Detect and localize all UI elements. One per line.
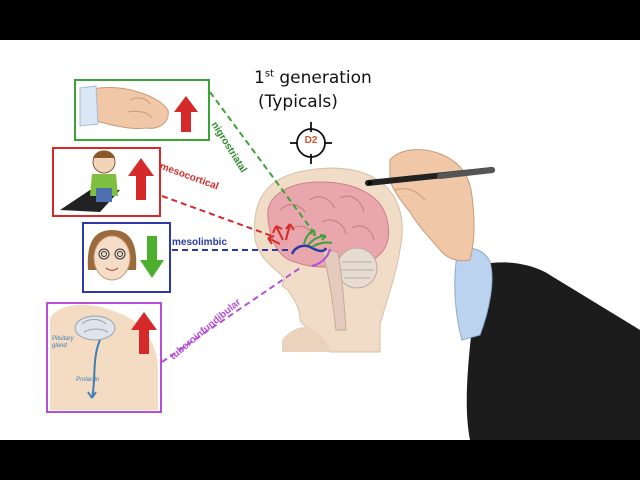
d2-label: D2 [298, 135, 324, 146]
head-illustration [254, 168, 402, 352]
heading-line-1: 1st generation [254, 68, 372, 88]
mesolimbic-label: mesolimbic [172, 237, 227, 248]
mesolimbic-effect-box [82, 222, 171, 293]
pituitary-gland-label: Pituitary gland [52, 336, 88, 350]
tuberoinfundibular-effect-box [46, 302, 162, 413]
letterbox-bottom [0, 440, 640, 480]
heading-line-2: (Typicals) [258, 92, 338, 112]
nigrostriatal-effect-box [74, 79, 210, 141]
whiteboard: 1st generation (Typicals) D2 nigrostriat… [0, 40, 640, 440]
drawing-hand [368, 150, 640, 440]
letterbox-top [0, 0, 640, 40]
prolactin-label: Prolactin [76, 377, 99, 384]
mesocortical-effect-box [52, 147, 161, 217]
